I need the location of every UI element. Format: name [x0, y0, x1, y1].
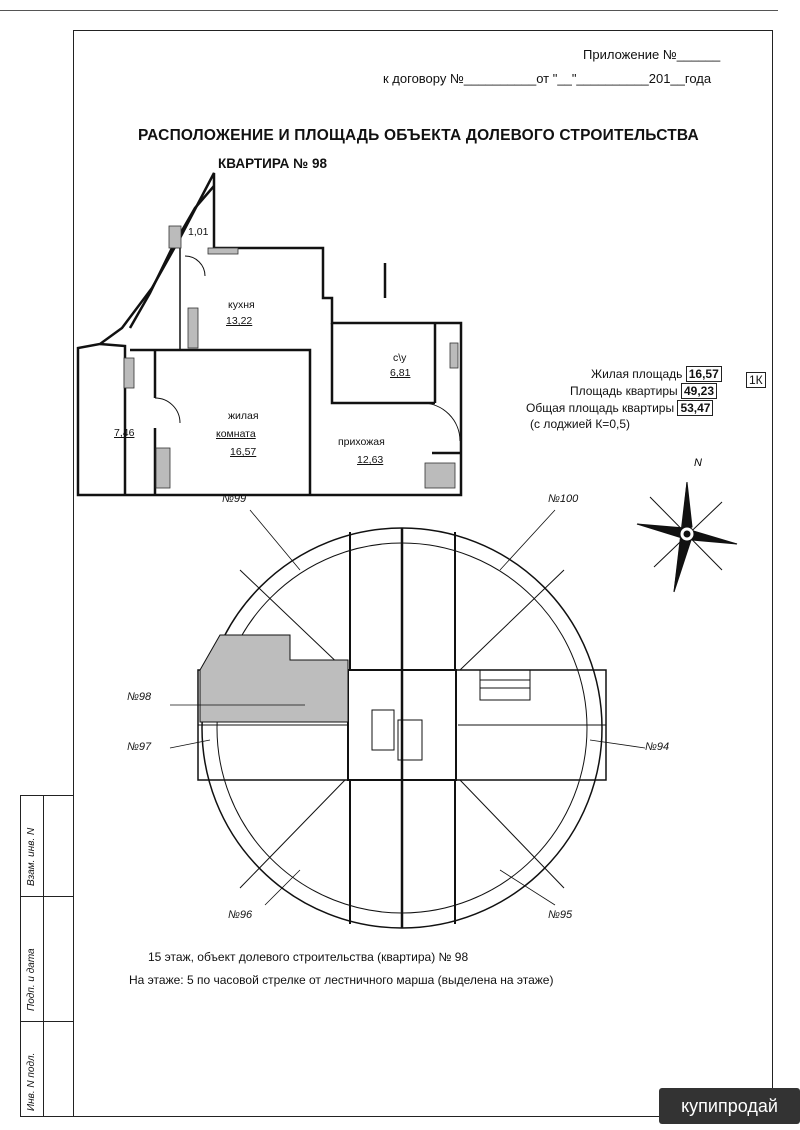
total-area-value: 53,47	[677, 400, 714, 416]
living-area-label: Жилая площадь	[591, 367, 683, 381]
footer-position-info: На этаже: 5 по часовой стрелке от лестни…	[129, 973, 554, 987]
apartment-plan	[76, 172, 463, 497]
label-apt-96: №96	[228, 909, 253, 921]
stamp-inv-replace: Взам. инв. N	[26, 827, 37, 886]
title-block-stamp: Взам. инв. N Подп. и дата Инв. N подл.	[20, 795, 74, 1117]
page-title: РАСПОЛОЖЕНИЕ И ПЛОЩАДЬ ОБЪЕКТА ДОЛЕВОГО …	[138, 127, 699, 144]
apartment-area-value: 49,23	[681, 383, 718, 399]
label-apt-94: №94	[645, 741, 670, 753]
watermark-logo: купипродай	[659, 1088, 800, 1124]
room-hall-name: прихожая	[338, 436, 385, 448]
apartment-title: КВАРТИРА № 98	[218, 156, 327, 171]
room-living-area: 16,57	[230, 446, 257, 458]
total-area-row: Общая площадь квартиры 53,47	[526, 400, 714, 416]
room-living-name-2: комната	[216, 428, 256, 440]
apartment-type-badge: 1К	[746, 372, 766, 388]
floor-label-leaders	[169, 509, 646, 906]
floor-plan	[197, 527, 607, 929]
room-living-name-1: жилая	[228, 410, 259, 422]
top-rule	[0, 10, 778, 11]
room-kitchen-area: 13,22	[226, 315, 253, 327]
living-area-row: Жилая площадь 16,57	[591, 366, 722, 382]
room-balcony-area: 1,01	[188, 226, 209, 238]
label-apt-100: №100	[548, 493, 579, 505]
stamp-sign-date: Подп. и дата	[26, 948, 37, 1011]
footer-floor-info: 15 этаж, объект долевого строительства (…	[148, 950, 469, 964]
compass-north-label: N	[694, 457, 702, 469]
appendix-line: Приложение №______	[583, 47, 721, 62]
apartment-area-row: Площадь квартиры 49,23	[570, 383, 718, 399]
stamp-inv-original: Инв. N подл.	[26, 1052, 37, 1111]
room-bath-area: 6,81	[390, 367, 411, 379]
room-loggia-area: 7,46	[114, 427, 135, 439]
total-area-label: Общая площадь квартиры	[526, 401, 675, 415]
loggia-note: (с лоджией К=0,5)	[530, 417, 630, 431]
label-apt-99: №99	[222, 493, 247, 505]
compass-rose-icon: N	[636, 457, 738, 593]
living-area-value: 16,57	[685, 366, 722, 382]
contract-line: к договору №__________от "__"__________2…	[383, 71, 712, 86]
room-hall-area: 12,63	[357, 454, 384, 466]
drawing-frame	[73, 30, 773, 1117]
apartment-area-label: Площадь квартиры	[570, 384, 678, 398]
room-kitchen-name: кухня	[228, 299, 255, 311]
label-apt-95: №95	[548, 909, 573, 921]
room-bath-name: с\у	[393, 352, 407, 364]
label-apt-98: №98	[127, 691, 152, 703]
label-apt-97: №97	[127, 741, 152, 753]
